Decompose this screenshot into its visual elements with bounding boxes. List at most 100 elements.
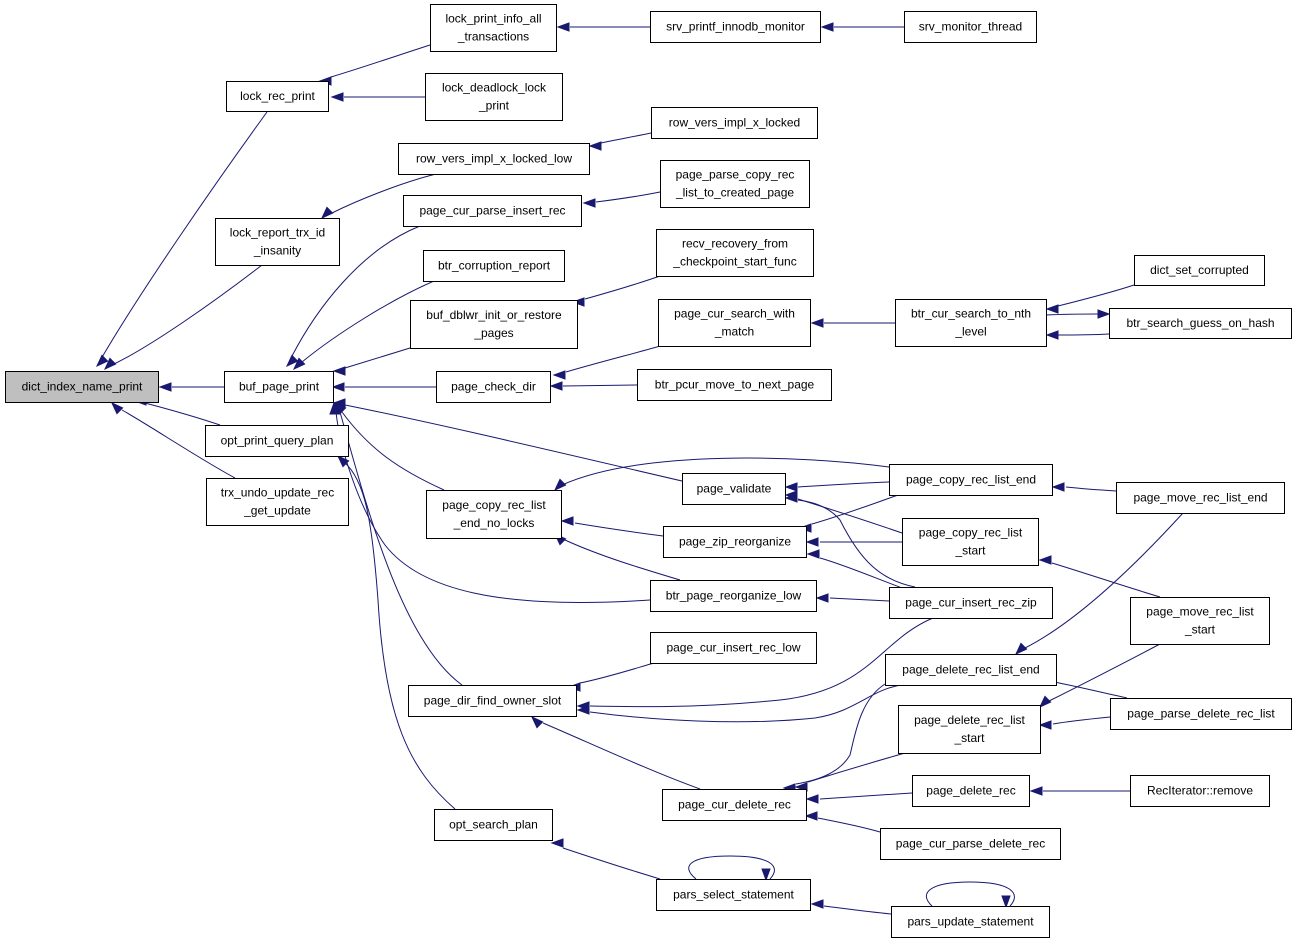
node-page-delete-rec-list-start[interactable]: page_delete_rec_list_start xyxy=(898,705,1041,754)
node-page-cur-insert-rec-low[interactable]: page_cur_insert_rec_low xyxy=(650,632,817,664)
node-page-cur-parse-delete-rec[interactable]: page_cur_parse_delete_rec xyxy=(880,828,1061,860)
node-reciterator-remove[interactable]: RecIterator::remove xyxy=(1130,775,1270,807)
node-lock-deadlock-lock-print[interactable]: lock_deadlock_lock_print xyxy=(425,73,563,121)
node-label: page_delete_rec xyxy=(926,784,1015,798)
node-box xyxy=(206,478,349,526)
node-page-validate[interactable]: page_validate xyxy=(682,473,786,505)
node-page-cur-parse-insert-rec[interactable]: page_cur_parse_insert_rec xyxy=(403,195,582,227)
node-label: _insanity xyxy=(253,244,301,258)
node-box xyxy=(425,73,563,121)
edge-page-cur-insert-rec-zip-to-btr-page-reorganize-low xyxy=(815,593,890,603)
edge-arrowhead xyxy=(761,868,771,882)
edge-arrowhead xyxy=(1045,330,1059,340)
node-page-copy-rec-list-start[interactable]: page_copy_rec_list_start xyxy=(902,518,1039,566)
edge-arrowhead xyxy=(549,381,563,391)
edge-page-move-rec-list-end-to-page-delete-rec-list-end xyxy=(1014,512,1184,656)
edge-arrowhead xyxy=(285,354,299,368)
node-buf-dblwr-init-or-restore-pages[interactable]: buf_dblwr_init_or_restore_pages xyxy=(410,300,578,349)
node-recv-recovery-from-checkpoint-start-func[interactable]: recv_recovery_from_checkpoint_start_func xyxy=(656,229,814,277)
node-label: _get_update xyxy=(243,504,311,518)
node-label: RecIterator::remove xyxy=(1147,784,1253,798)
node-lock-rec-print[interactable]: lock_rec_print xyxy=(226,81,329,112)
edge-arrowhead xyxy=(576,705,590,715)
edge-line xyxy=(1065,486,1117,492)
edge-page-dir-find-owner-slot-to-buf-page-print xyxy=(331,401,463,686)
edge-line xyxy=(579,662,655,684)
edge-arrowhead xyxy=(1045,304,1059,314)
node-btr-search-guess-on-hash[interactable]: btr_search_guess_on_hash xyxy=(1109,308,1292,339)
edge-arrowhead xyxy=(336,454,350,468)
node-label: dict_index_name_print xyxy=(22,380,143,394)
edge-recv-recovery-from-checkpoint-start-func-to-buf-dblwr-init-or-restore-pages xyxy=(571,275,661,307)
node-box xyxy=(885,654,1057,686)
node-label: page_copy_rec_list xyxy=(442,498,546,512)
node-page-move-rec-list-start[interactable]: page_move_rec_list_start xyxy=(1130,597,1270,645)
edge-page-cur-search-with-match-to-page-check-dir xyxy=(552,345,661,380)
node-box xyxy=(663,526,807,558)
node-btr-cur-search-to-nth-level[interactable]: btr_cur_search_to_nth_level xyxy=(895,299,1047,347)
node-label: opt_print_query_plan xyxy=(221,434,334,448)
node-srv-monitor-thread[interactable]: srv_monitor_thread xyxy=(904,11,1037,43)
node-page-delete-rec-list-end[interactable]: page_delete_rec_list_end xyxy=(885,654,1057,686)
edge-arrowhead xyxy=(552,370,566,380)
node-page-copy-rec-list-end-no-locks[interactable]: page_copy_rec_list_end_no_locks xyxy=(426,490,562,539)
node-row-vers-impl-x-locked-low[interactable]: row_vers_impl_x_locked_low xyxy=(398,143,590,175)
node-label: opt_search_plan xyxy=(449,818,538,832)
edge-arrowhead xyxy=(1029,786,1043,796)
edge-page-copy-rec-list-end-to-page-copy-rec-list-end-no-locks xyxy=(553,457,890,492)
edge-arrowhead xyxy=(810,899,824,909)
node-label: btr_search_guess_on_hash xyxy=(1126,316,1274,330)
node-label: _match xyxy=(714,325,754,339)
edge-row-vers-impl-x-locked-to-row-vers-impl-x-locked-low xyxy=(588,132,652,151)
edge-arrowhead xyxy=(556,22,570,32)
node-page-cur-search-with-match[interactable]: page_cur_search_with_match xyxy=(658,299,811,347)
node-box xyxy=(895,299,1047,347)
node-label: _transactions xyxy=(457,30,529,44)
node-page-delete-rec[interactable]: page_delete_rec xyxy=(912,775,1030,807)
node-page-parse-copy-rec-list-to-created-page[interactable]: page_parse_copy_rec_list_to_created_page xyxy=(660,160,810,208)
node-box xyxy=(650,580,817,612)
node-srv-printf-innodb-monitor[interactable]: srv_printf_innodb_monitor xyxy=(650,11,821,43)
node-btr-page-reorganize-low[interactable]: btr_page_reorganize_low xyxy=(650,580,817,612)
node-label: _start xyxy=(1184,623,1216,637)
edge-line xyxy=(589,684,902,723)
node-opt-search-plan[interactable]: opt_search_plan xyxy=(434,809,553,841)
edge-pars-select-statement-to-opt-search-plan xyxy=(550,838,661,880)
node-trx-undo-update-rec-get-update[interactable]: trx_undo_update_rec_get_update xyxy=(206,478,349,526)
edge-arrowhead xyxy=(330,92,344,102)
node-layer: dict_index_name_print lock_rec_print lock_… xyxy=(5,4,1292,938)
edge-line xyxy=(121,409,236,479)
node-pars-update-statement[interactable]: pars_update_statement xyxy=(891,906,1050,938)
node-box xyxy=(650,11,821,43)
node-lock-print-info-all-transactions[interactable]: lock_print_info_all_transactions xyxy=(430,4,557,52)
edge-btr-search-guess-on-hash-to-btr-cur-search-to-nth-level xyxy=(1045,309,1111,319)
node-row-vers-impl-x-locked[interactable]: row_vers_impl_x_locked xyxy=(651,107,818,139)
node-page-copy-rec-list-end[interactable]: page_copy_rec_list_end xyxy=(889,464,1053,496)
node-page-cur-delete-rec[interactable]: page_cur_delete_rec xyxy=(662,789,807,821)
edge-line xyxy=(111,264,263,366)
node-opt-print-query-plan[interactable]: opt_print_query_plan xyxy=(205,425,349,457)
node-page-move-rec-list-end[interactable]: page_move_rec_list_end xyxy=(1116,482,1285,514)
node-buf-page-print[interactable]: buf_page_print xyxy=(224,371,334,403)
node-btr-corruption-report[interactable]: btr_corruption_report xyxy=(423,250,565,282)
node-dict-index-name-print[interactable]: dict_index_name_print xyxy=(5,371,159,403)
node-lock-report-trx-id-insanity[interactable]: lock_report_trx_id_insanity xyxy=(215,218,340,266)
node-page-parse-delete-rec-list[interactable]: page_parse_delete_rec_list xyxy=(1110,698,1292,730)
node-label: page_cur_parse_delete_rec xyxy=(896,837,1045,851)
node-label: row_vers_impl_x_locked xyxy=(669,116,800,130)
node-dict-set-corrupted[interactable]: dict_set_corrupted xyxy=(1134,255,1265,286)
edge-line xyxy=(823,905,892,915)
node-box xyxy=(434,809,553,841)
edge-line xyxy=(542,722,701,790)
node-label: _start xyxy=(953,731,985,745)
node-page-cur-insert-rec-zip[interactable]: page_cur_insert_rec_zip xyxy=(889,587,1053,619)
node-box xyxy=(426,490,562,539)
node-page-zip-reorganize[interactable]: page_zip_reorganize xyxy=(663,526,807,558)
edge-btr-pcur-move-to-next-page-to-page-check-dir xyxy=(549,381,638,391)
edge-page-delete-rec-list-start-to-page-cur-delete-rec xyxy=(794,752,906,792)
node-box xyxy=(398,143,590,175)
node-pars-select-statement[interactable]: pars_select_statement xyxy=(656,879,811,911)
node-page-check-dir[interactable]: page_check_dir xyxy=(436,371,551,403)
node-btr-pcur-move-to-next-page[interactable]: btr_pcur_move_to_next_page xyxy=(637,369,832,401)
node-page-dir-find-owner-slot[interactable]: page_dir_find_owner_slot xyxy=(408,685,577,717)
